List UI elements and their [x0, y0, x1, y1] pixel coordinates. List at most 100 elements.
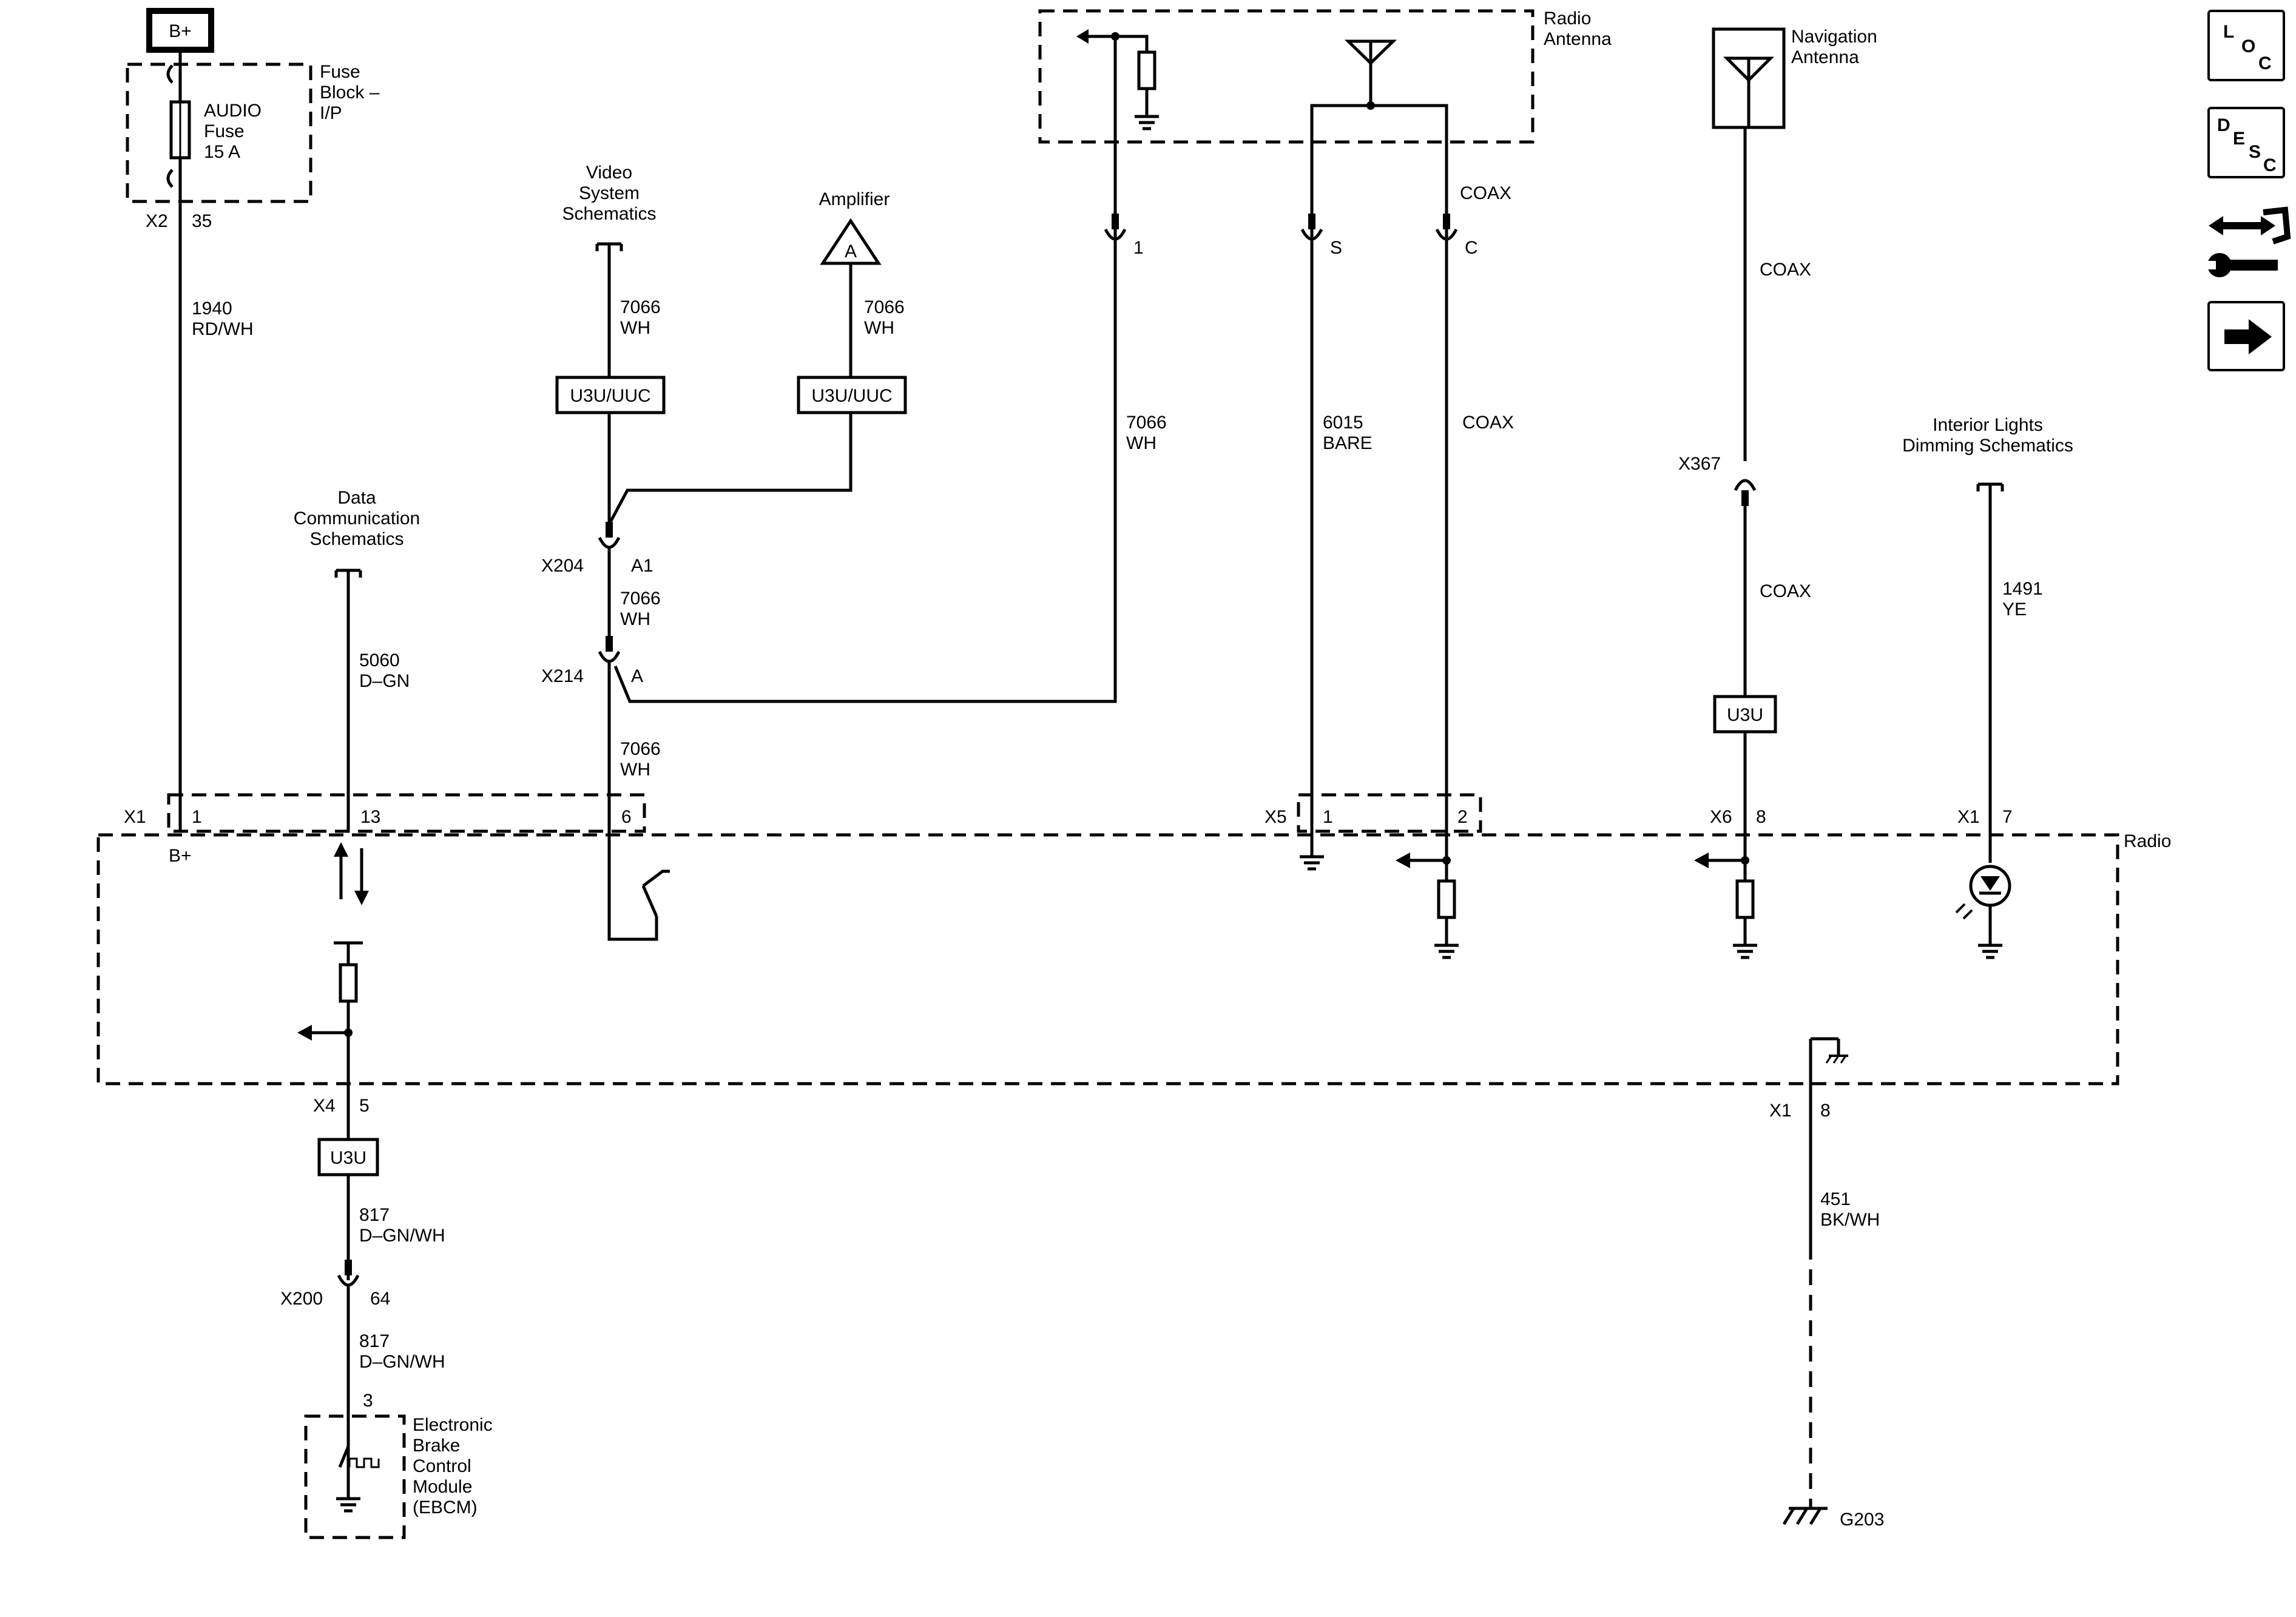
wire-7066-amp-circuit: 7066	[864, 297, 905, 317]
wire-6015-circuit: 6015	[1323, 413, 1363, 433]
svg-text:U3U/UUC: U3U/UUC	[570, 386, 650, 406]
svg-text:Navigation: Navigation	[1791, 27, 1877, 47]
svg-text:Radio: Radio	[2124, 831, 2171, 851]
svg-text:Module: Module	[413, 1477, 472, 1497]
fuse-input-terminal	[166, 64, 174, 84]
wire-7066-a1-circuit: 7066	[620, 589, 661, 609]
svg-text:U3U/UUC: U3U/UUC	[811, 386, 892, 406]
wire-coax-nav-mid-label: COAX	[1760, 581, 1811, 601]
svg-text:Block –: Block –	[320, 83, 380, 103]
loc-letter-o: O	[2241, 36, 2255, 56]
connector-x204	[599, 522, 619, 547]
radio-x5-label: X5	[1264, 807, 1287, 827]
amplifier-ref-triangle[interactable]: A	[820, 218, 882, 265]
svg-text:Antenna: Antenna	[1544, 29, 1612, 49]
ebcm-module: Electronic Brake Control Module (EBCM)	[304, 1414, 493, 1539]
battery-positive-label: B+	[146, 8, 214, 53]
radio-x1c-label: X1	[1769, 1101, 1792, 1121]
right-arrow-icon	[2224, 319, 2272, 354]
radio-x6-signal-arrow	[1694, 852, 1745, 868]
wire-6015-color: BARE	[1323, 433, 1373, 453]
connector-x200	[339, 1260, 358, 1285]
radio-x4-pin: 5	[359, 1096, 370, 1116]
antenna-pin-s: S	[1330, 238, 1342, 258]
svg-text:Electronic: Electronic	[413, 1415, 493, 1435]
connector-x214-label: X214	[541, 666, 584, 686]
antenna-resistor	[1139, 52, 1155, 89]
radio-x4-resistor	[340, 965, 356, 1001]
radio-x5-pin-1: 1	[1323, 807, 1333, 827]
video-ref-line3[interactable]: Schematics	[562, 204, 656, 224]
desc-letter-c: C	[2263, 155, 2277, 175]
diagnostic-wrench-icon[interactable]	[2205, 206, 2291, 277]
audio-fuse-label: AUDIO	[204, 101, 262, 121]
wire-817b-circuit: 817	[359, 1331, 390, 1351]
desc-button[interactable]: D E S C	[2207, 107, 2285, 178]
radio-bplus-label: B+	[169, 846, 192, 866]
interior-lights-ref-line2[interactable]: Dimming Schematics	[1902, 436, 2073, 456]
radio-module: Radio	[96, 831, 2171, 1085]
radio-x5-ground-icon	[1300, 849, 1324, 869]
svg-text:B+: B+	[169, 21, 192, 41]
wire-1940-circuit: 1940	[192, 299, 232, 319]
svg-text:Fuse: Fuse	[320, 62, 360, 82]
loc-letter-c: C	[2258, 53, 2272, 73]
connector-x204-pin: A1	[631, 556, 653, 576]
wire-1491-circuit: 1491	[2002, 579, 2043, 599]
svg-text:Control: Control	[413, 1456, 471, 1476]
wire-5060-circuit: 5060	[359, 650, 400, 670]
svg-text:Radio: Radio	[1544, 8, 1591, 29]
connector-x2-label: X2	[146, 211, 168, 231]
option-u3u-uuc-1: U3U/UUC	[555, 376, 666, 414]
wire-7066-a1-color: WH	[620, 609, 650, 629]
connector-x204-label: X204	[541, 556, 584, 576]
radio-x5-pin-2: 2	[1457, 807, 1468, 827]
radio-antenna-icon	[1344, 39, 1397, 106]
radio-x4-label: X4	[313, 1096, 336, 1116]
wire-7066-radio-circuit: 7066	[620, 739, 661, 759]
radio-x6-resistor	[1737, 881, 1753, 917]
dimming-lamp-icon	[1955, 865, 2011, 920]
connector-x367	[1735, 481, 1755, 506]
radio-x1-connector	[167, 793, 646, 833]
radio-x1b-ground-icon	[1978, 938, 2002, 957]
wire-coax-c-label: COAX	[1462, 413, 1514, 433]
wire-817b-color: D–GN/WH	[359, 1352, 445, 1372]
radio-x1b-pin: 7	[2002, 807, 2013, 827]
wire-7066-amp-splice	[607, 413, 853, 525]
radio-antenna-module: Radio Antenna	[1038, 8, 1612, 144]
antenna-power-arrow	[1076, 29, 1115, 44]
ebcm-ground-icon	[336, 1491, 360, 1511]
radio-x6-ground-icon	[1733, 938, 1757, 957]
wire-5060-color: D–GN	[359, 671, 410, 691]
wire-7066-wh-radio	[607, 663, 658, 941]
svg-text:U3U: U3U	[330, 1148, 366, 1168]
wire-7066-video-circuit: 7066	[620, 297, 661, 317]
radio-x6-pin: 8	[1756, 807, 1766, 827]
wire-7066-ant-color: WH	[1126, 433, 1156, 453]
loc-button[interactable]: L O C	[2207, 10, 2285, 81]
option-u3u-bottom: U3U	[317, 1138, 379, 1176]
fuse-output-terminal	[166, 169, 174, 188]
wire-7066-amp-color: WH	[864, 318, 894, 338]
wire-451-color: BK/WH	[1820, 1210, 1880, 1230]
video-ref-line2[interactable]: System	[579, 183, 640, 203]
wire-7066-antenna	[613, 240, 1117, 703]
g203-label: G203	[1840, 1510, 1884, 1530]
audio-fuse-rating: 15 A	[204, 142, 240, 162]
data-comm-ref-line3[interactable]: Schematics	[309, 529, 403, 549]
data-comm-ref-line2[interactable]: Communication	[294, 508, 420, 528]
wire-7066-radio-color: WH	[620, 760, 650, 780]
next-page-button[interactable]	[2207, 301, 2285, 371]
wire-817a-color: D–GN/WH	[359, 1226, 445, 1246]
fuse-block-ip: Fuse Block – I/P	[126, 62, 380, 203]
connector-x367-label: X367	[1678, 454, 1721, 474]
svg-text:Brake: Brake	[413, 1436, 460, 1456]
svg-text:(EBCM): (EBCM)	[413, 1497, 478, 1517]
interior-lights-ref-line1[interactable]: Interior Lights	[1933, 415, 2043, 435]
data-comm-ref-line1[interactable]: Data	[337, 488, 376, 508]
video-ref-line1[interactable]: Video	[586, 163, 632, 183]
wire-1940-color: RD/WH	[192, 319, 254, 339]
amplifier-ref-label[interactable]: Amplifier	[819, 189, 890, 209]
